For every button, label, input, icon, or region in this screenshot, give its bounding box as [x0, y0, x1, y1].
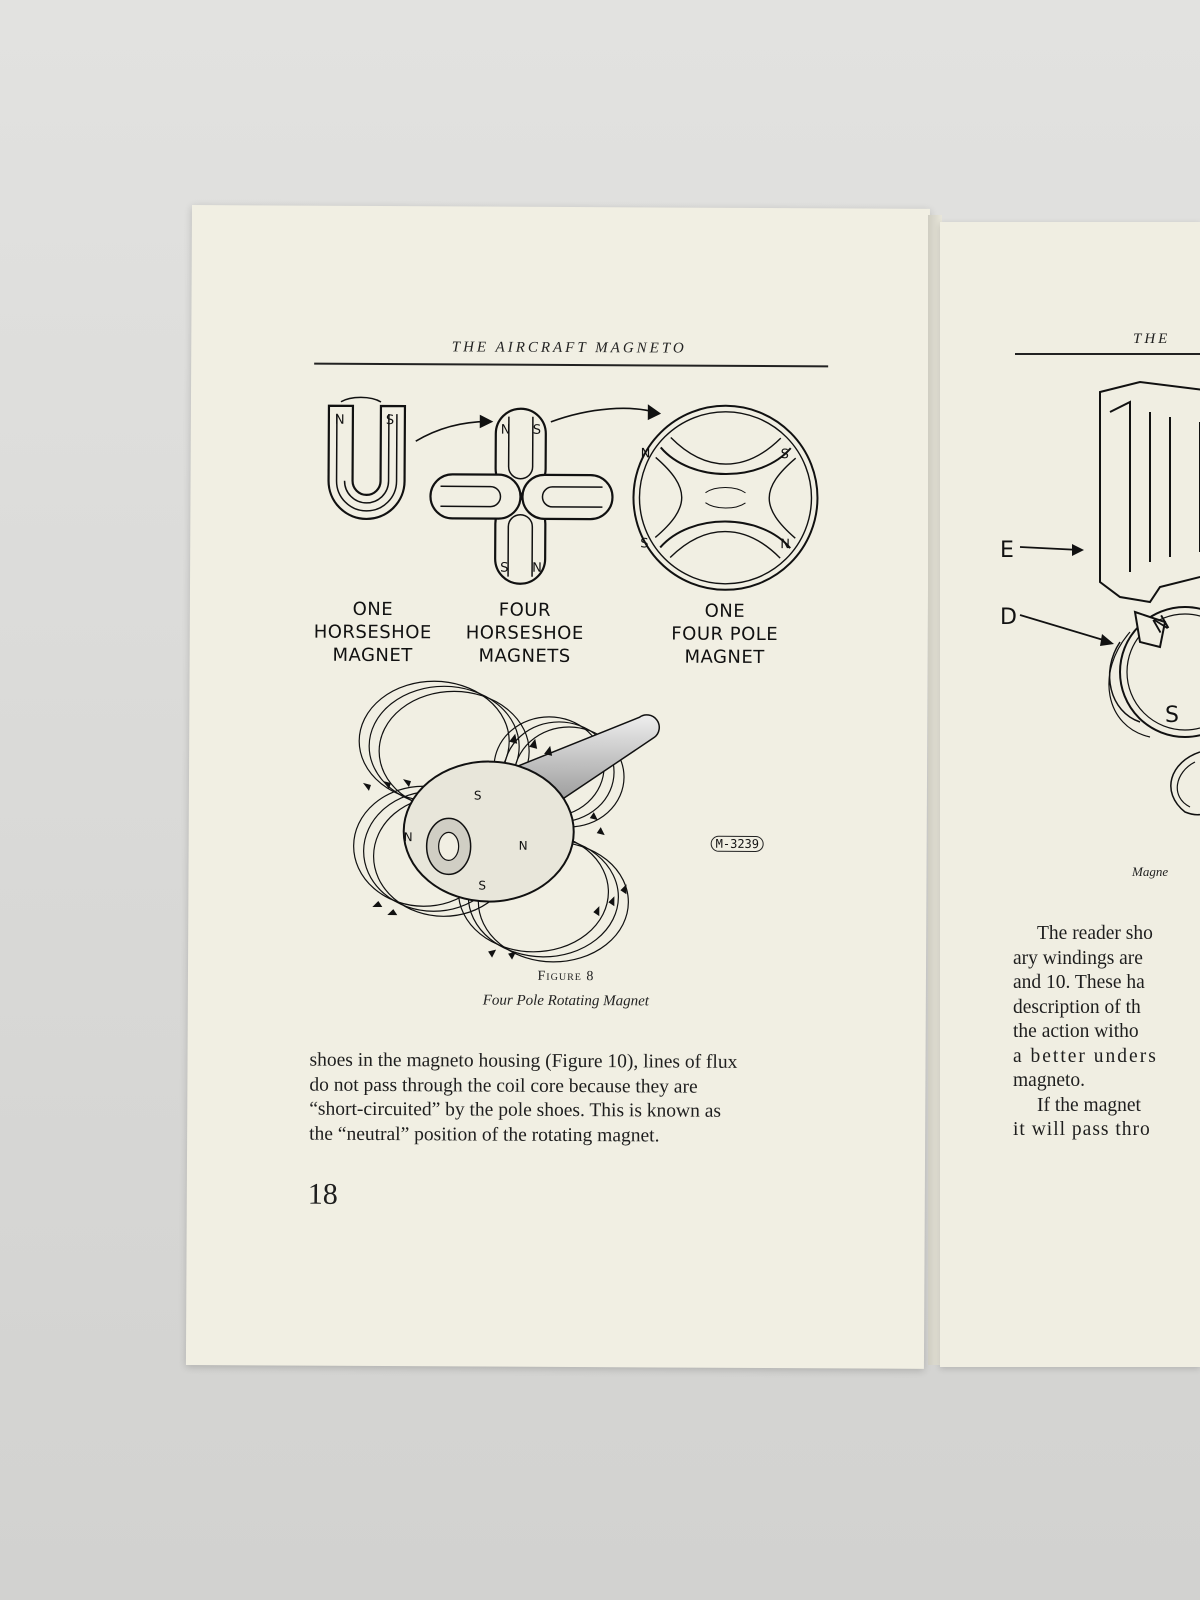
figure-caption-title: Four Pole Rotating Magnet: [482, 992, 649, 1010]
figure-code: M-3239: [710, 835, 765, 853]
right-figure-caption: Magne: [1132, 864, 1169, 879]
left-page: THE AIRCRAFT MAGNETO N S: [185, 205, 930, 1369]
body-line: shoes in the magneto housing (Figure 10)…: [309, 1049, 738, 1073]
magnet-diagrams-figure: N S: [327, 396, 819, 591]
svg-text:S: S: [474, 788, 482, 802]
body-line: magneto.: [1013, 1070, 1086, 1091]
body-line: and 10. These ha: [1013, 972, 1145, 993]
label-four-horseshoe: FOUR HORSESHOE MAGNETS: [465, 599, 584, 667]
right-body-text: The reader sho ary windings are and 10. …: [1013, 922, 1200, 1143]
four-pole-magnet-drawing: [632, 404, 819, 591]
label-one-horseshoe: ONE HORSESHOE MAGNET: [313, 598, 432, 667]
body-line: ary windings are: [1013, 947, 1143, 969]
svg-text:S: S: [781, 447, 789, 462]
book-gutter: [928, 215, 942, 1365]
svg-text:S: S: [640, 536, 648, 551]
right-magneto-figure: E D N S: [1000, 380, 1200, 816]
body-line: “short-circuited” by the pole shoes. Thi…: [309, 1098, 722, 1122]
pole-letter-n: N: [335, 413, 345, 428]
svg-text:N: N: [641, 446, 651, 461]
pole-letter-s: S: [386, 413, 394, 428]
body-line: it will pass thro: [1013, 1119, 1151, 1140]
page-number: 18: [307, 1177, 338, 1211]
header-rule: [314, 362, 829, 368]
body-line: a better unders: [1013, 1045, 1158, 1067]
label-d: D: [1000, 605, 1017, 630]
svg-text:N: N: [780, 537, 790, 552]
svg-text:N: N: [501, 423, 511, 438]
right-page: THE E D N S Magne The reader sho ary win…: [940, 222, 1200, 1367]
label-e: E: [1000, 538, 1014, 563]
running-head: THE AIRCRAFT MAGNETO: [451, 339, 687, 357]
right-header-rule: [1015, 353, 1200, 355]
right-running-head: THE: [1133, 331, 1171, 347]
svg-text:S: S: [533, 423, 541, 438]
rotating-magnet-figure: S N S N: [353, 680, 661, 963]
body-line: the “neutral” position of the rotating m…: [309, 1123, 660, 1146]
body-line: description of th: [1013, 996, 1141, 1018]
body-paragraph: shoes in the magneto housing (Figure 10)…: [309, 1049, 825, 1150]
figure-caption-number: Figure 8: [537, 968, 595, 985]
four-horseshoe-magnets-drawing: [429, 407, 614, 585]
label-s: S: [1165, 703, 1179, 728]
svg-text:N: N: [532, 561, 542, 576]
body-line: the action witho: [1013, 1021, 1139, 1042]
svg-text:N: N: [519, 839, 528, 853]
body-line: The reader sho: [1037, 923, 1153, 944]
svg-text:S: S: [478, 879, 486, 893]
svg-text:N: N: [404, 830, 413, 844]
horseshoe-magnet-drawing: [327, 396, 407, 521]
label-one-four-pole: ONE FOUR POLE MAGNET: [671, 600, 779, 669]
body-line: If the magnet: [1037, 1094, 1141, 1116]
body-line: do not pass through the coil core becaus…: [309, 1074, 698, 1098]
svg-text:S: S: [500, 561, 508, 576]
